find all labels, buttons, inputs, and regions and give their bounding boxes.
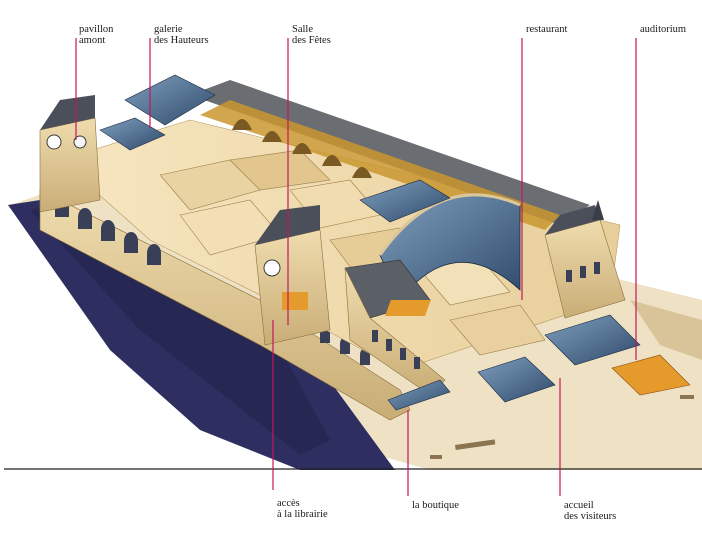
pavillon-amont-clock — [46, 134, 62, 150]
nave-arches — [232, 119, 372, 178]
galerie-glass-roof-2 — [99, 117, 166, 151]
front-clock — [263, 259, 281, 277]
label-line: la boutique — [412, 500, 459, 511]
entrance-glass-canopy — [477, 356, 556, 403]
label-line: amont — [79, 35, 106, 46]
label-la-boutique: la boutique — [412, 500, 459, 511]
label-line: pavillon — [79, 24, 114, 35]
librairie-orange-room — [282, 292, 308, 310]
label-line: Salle — [292, 24, 313, 35]
plaza-details — [430, 395, 694, 459]
galerie-glass-roof — [124, 74, 216, 126]
label-galerie-des-hauteurs: galerie des Hauteurs — [154, 24, 209, 46]
restaurant-orange-terrace — [384, 300, 431, 316]
label-line: accès — [277, 498, 300, 509]
label-line: galerie — [154, 24, 183, 35]
clock-pavilion-body — [254, 229, 331, 346]
right-tower-windows — [566, 262, 600, 282]
corner-pavilion-windows — [372, 330, 420, 369]
accueil-glass-canopy — [544, 314, 641, 366]
auditorium-ramp — [611, 354, 691, 396]
label-salle-des-fetes: Salle des Fêtes — [292, 24, 331, 46]
label-acces-librairie: accès à la librairie — [277, 498, 328, 520]
label-line: des Fêtes — [292, 35, 331, 46]
pavillon-amont-body — [39, 117, 101, 213]
right-tower-spire — [592, 200, 604, 220]
label-restaurant: restaurant — [526, 24, 567, 35]
leader-lines — [75, 38, 637, 496]
shadow-dark-band — [30, 205, 330, 455]
right-tower-roof — [545, 205, 600, 235]
label-line: restaurant — [526, 24, 568, 35]
label-line: à la librairie — [277, 509, 328, 520]
pavillon-amont-clock-2 — [73, 135, 87, 149]
nave-roof-back — [190, 80, 590, 225]
boutique-glass-canopy — [387, 379, 451, 411]
label-auditorium: auditorium — [640, 24, 686, 35]
label-line: auditorium — [640, 24, 687, 35]
label-line: des visiteurs — [564, 511, 617, 522]
central-glass-cap — [359, 179, 451, 223]
label-accueil-des-visiteurs: accueil des visiteurs — [564, 500, 616, 522]
plaza-right-terrace — [630, 300, 702, 360]
label-line: accueil — [564, 500, 594, 511]
label-line: des Hauteurs — [154, 35, 209, 46]
label-pavillon-amont: pavillon amont — [79, 24, 113, 46]
pavillon-amont-roof — [40, 95, 95, 130]
